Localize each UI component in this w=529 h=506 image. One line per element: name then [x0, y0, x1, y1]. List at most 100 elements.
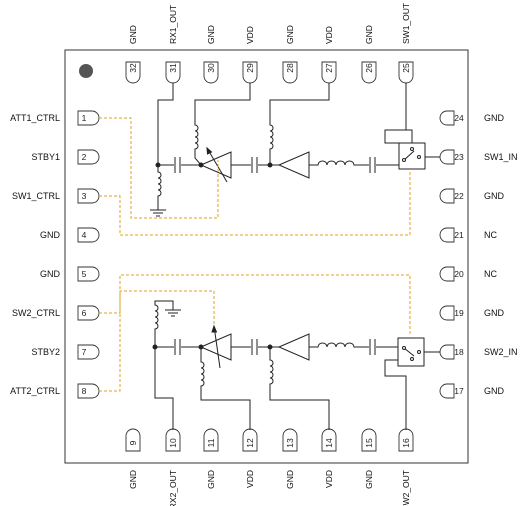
left-pin-label: STBY2 — [31, 347, 60, 357]
top-pin-29: 29 VDD — [242, 26, 258, 84]
bottom-pin-number: 16 — [401, 438, 411, 448]
attenuator-arrowhead-1 — [206, 146, 213, 155]
right-pin-21: 21 NC — [439, 227, 497, 243]
bottom-pin-label: RX2_OUT — [168, 470, 178, 506]
ground-symbol-1 — [150, 209, 166, 217]
top-pin-number: 32 — [128, 63, 138, 73]
attenuator-arrowhead-2 — [211, 324, 218, 333]
top-pin-label: SW1_OUT — [401, 3, 411, 44]
right-pin-number: 19 — [454, 308, 464, 318]
switch-throw — [410, 357, 414, 361]
left-pin-3: 3 SW1_CTRL — [12, 188, 100, 204]
top-pin-30: 30 GND — [203, 25, 219, 84]
left-pin-2: 2 STBY1 — [31, 149, 100, 165]
left-pin-5: 5 GND — [40, 266, 100, 282]
dc-block-cap-1b — [251, 157, 258, 173]
top-pin-number: 29 — [245, 63, 255, 73]
right-pin-label: GND — [484, 191, 505, 201]
switch-throw — [417, 350, 421, 354]
bottom-pin-15: 15 GND — [361, 428, 377, 489]
right-pin-23: 23 SW1_IN — [439, 149, 518, 165]
shunt-inductor-2 — [154, 300, 174, 347]
sw1-ctrl-line — [99, 172, 411, 236]
left-pin-6: 6 SW2_CTRL — [12, 305, 100, 321]
left-pin-4: 4 GND — [40, 227, 100, 243]
top-pin-label: GND — [285, 25, 295, 44]
bottom-pin-number: 10 — [168, 438, 178, 448]
right-pin-number: 22 — [454, 191, 464, 201]
right-pin-number: 21 — [454, 230, 464, 240]
left-pin-label: SW2_CTRL — [12, 308, 60, 318]
series-inductor-1 — [309, 160, 369, 166]
bottom-pin-11: 11 GND — [203, 428, 219, 489]
left-pin-number: 2 — [82, 152, 87, 162]
bottom-pin-label: VDD — [245, 470, 255, 488]
attenuator-arrow-2 — [213, 325, 221, 369]
switch-throw — [410, 147, 414, 151]
left-pin-8: 8 ATT2_CTRL — [10, 383, 100, 399]
top-pin-25: 25 SW1_OUT — [398, 3, 414, 84]
package-outline — [64, 49, 469, 464]
dc-block-cap-2c — [369, 339, 376, 355]
right-pin-17: 17 GND — [439, 383, 505, 399]
right-pin-label: GND — [484, 308, 505, 318]
top-pin-31: 31 RX1_OUT — [165, 5, 181, 84]
right-pin-number: 20 — [454, 269, 464, 279]
top-pin-number: 30 — [206, 63, 216, 73]
left-pin-number: 4 — [82, 230, 87, 240]
bottom-pin-label: GND — [364, 470, 374, 489]
bottom-pin-label: GND — [206, 470, 216, 489]
left-pin-number: 5 — [82, 269, 87, 279]
top-pin-26: 26 GND — [361, 25, 377, 84]
top-pin-number: 28 — [285, 63, 295, 73]
left-pin-label: ATT1_CTRL — [10, 113, 60, 123]
left-pin-number: 7 — [82, 347, 87, 357]
series-inductor-2 — [309, 342, 369, 348]
rx2-out-trace — [154, 347, 174, 430]
bottom-pin-label: VDD — [324, 470, 334, 488]
left-pin-label: STBY1 — [31, 152, 60, 162]
right-pin-24: 24 GND — [439, 110, 505, 126]
dc-block-cap-2b — [251, 339, 258, 355]
att2-ctrl-line — [99, 290, 215, 392]
top-pin-number: 31 — [168, 63, 178, 73]
bottom-pin-label: GND — [128, 470, 138, 489]
sw2-out-trace — [384, 359, 407, 430]
channel-2-circuit — [152, 300, 440, 430]
right-pin-number: 17 — [454, 386, 464, 396]
top-pin-label: VDD — [245, 26, 255, 44]
dc-block-cap-1a — [174, 157, 181, 173]
switch-throw — [417, 155, 421, 159]
rx1-out-trace — [157, 83, 174, 165]
top-pin-28: 28 GND — [282, 25, 298, 84]
bottom-pin-number: 12 — [245, 438, 255, 448]
top-pin-label: VDD — [324, 26, 334, 44]
bottom-pin-label: SW2_OUT — [401, 470, 411, 506]
bottom-pin-10: 10 RX2_OUT — [165, 428, 181, 506]
top-pin-label: GND — [206, 25, 216, 44]
left-pin-number: 8 — [82, 386, 87, 396]
top-pin-label: GND — [364, 25, 374, 44]
right-pins: 24 GND 23 SW1_IN 22 GND 21 NC 20 NC 19 G… — [439, 110, 518, 399]
att1-ctrl-line — [99, 117, 219, 219]
left-pin-label: GND — [40, 230, 61, 240]
pin1-marker-dot — [79, 64, 93, 78]
switch-pole — [402, 346, 406, 350]
vdd27-trace — [269, 83, 330, 165]
right-pin-18: 18 SW2_IN — [439, 344, 518, 360]
control-lines — [99, 117, 411, 392]
left-pin-label: SW1_CTRL — [12, 191, 60, 201]
switch-contact-2 — [403, 347, 415, 357]
vdd12-trace — [200, 347, 251, 430]
top-pin-32: 32 GND — [125, 25, 141, 84]
bottom-pin-label: GND — [285, 470, 295, 489]
left-pin-label: GND — [40, 269, 61, 279]
bottom-pins: 9 GND 10 RX2_OUT 11 GND 12 VDD 13 GND 14… — [125, 428, 414, 506]
left-pin-7: 7 STBY2 — [31, 344, 100, 360]
bottom-pin-12: 12 VDD — [242, 428, 258, 488]
sw1-out-trace — [384, 83, 413, 144]
top-pin-number: 27 — [324, 63, 334, 73]
left-pin-number: 1 — [82, 113, 87, 123]
bottom-pin-9: 9 GND — [125, 428, 141, 489]
